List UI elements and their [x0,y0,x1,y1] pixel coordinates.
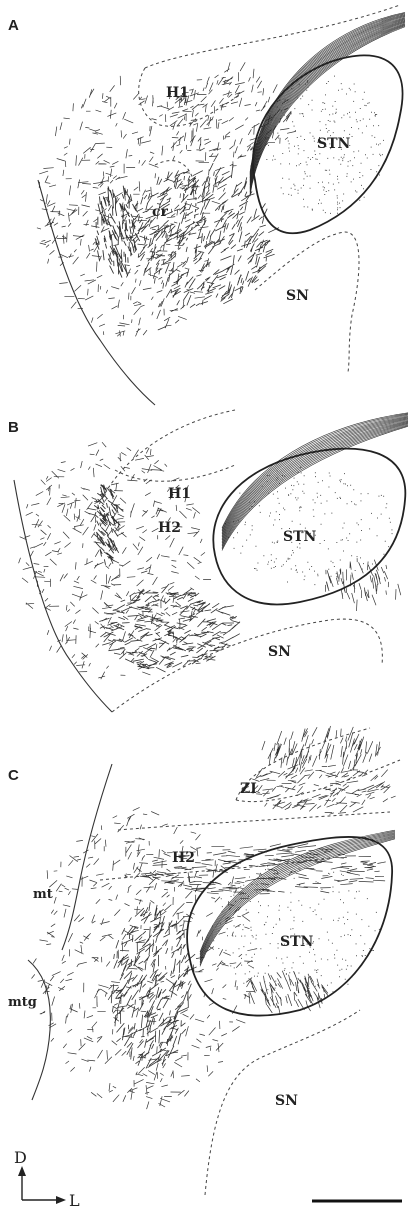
panel-b-label-h2: H2 [158,520,181,536]
panel-c-label-sn: SN [275,1093,298,1109]
panel-a-label-cr: cr [152,204,169,220]
panel-c-letter: C [8,767,19,784]
panel-b-letter: B [8,419,19,436]
panel-c-label-mt: mt [33,887,53,902]
panel-c-label-zi: ZI [240,781,257,797]
panel-b-label-sn: SN [268,644,291,660]
fiber-hatching [19,62,401,1109]
orientation-indicator: D L [14,1148,80,1210]
panel-c: C ZI H2 mt mtg STN SN [8,728,400,1195]
panel-a-label-h1: H1 [166,85,189,101]
panel-b-label-stn: STN [283,529,317,545]
lateral-arrowhead [56,1196,66,1204]
panel-a-label-stn: STN [317,136,351,152]
panel-a: A H1 STN cr SN [8,5,403,405]
panel-b: B H1 H2 STN SN [8,410,405,712]
panel-a-boundary [38,180,155,405]
panel-c-zi-outline [236,728,400,802]
panel-a-letter: A [8,17,19,34]
dorsal-label: D [14,1148,27,1167]
dorsal-arrowhead [18,1166,26,1176]
panel-b-boundary [14,480,112,712]
panel-b-sn-outline [112,619,382,712]
panel-a-label-sn: SN [286,288,309,304]
panel-b-h1-outline [95,410,235,515]
panel-b-stn-outline [213,449,405,605]
panel-c-label-stn: STN [280,934,314,950]
panel-c-label-mtg: mtg [8,995,37,1010]
panel-b-h1-h2-divider [115,465,235,481]
panel-c-mt-boundary [62,764,112,950]
lateral-label: L [69,1191,80,1210]
panel-b-label-h1: H1 [168,486,191,502]
panel-c-label-h2: H2 [172,850,195,866]
fiber-bundles [200,12,408,966]
